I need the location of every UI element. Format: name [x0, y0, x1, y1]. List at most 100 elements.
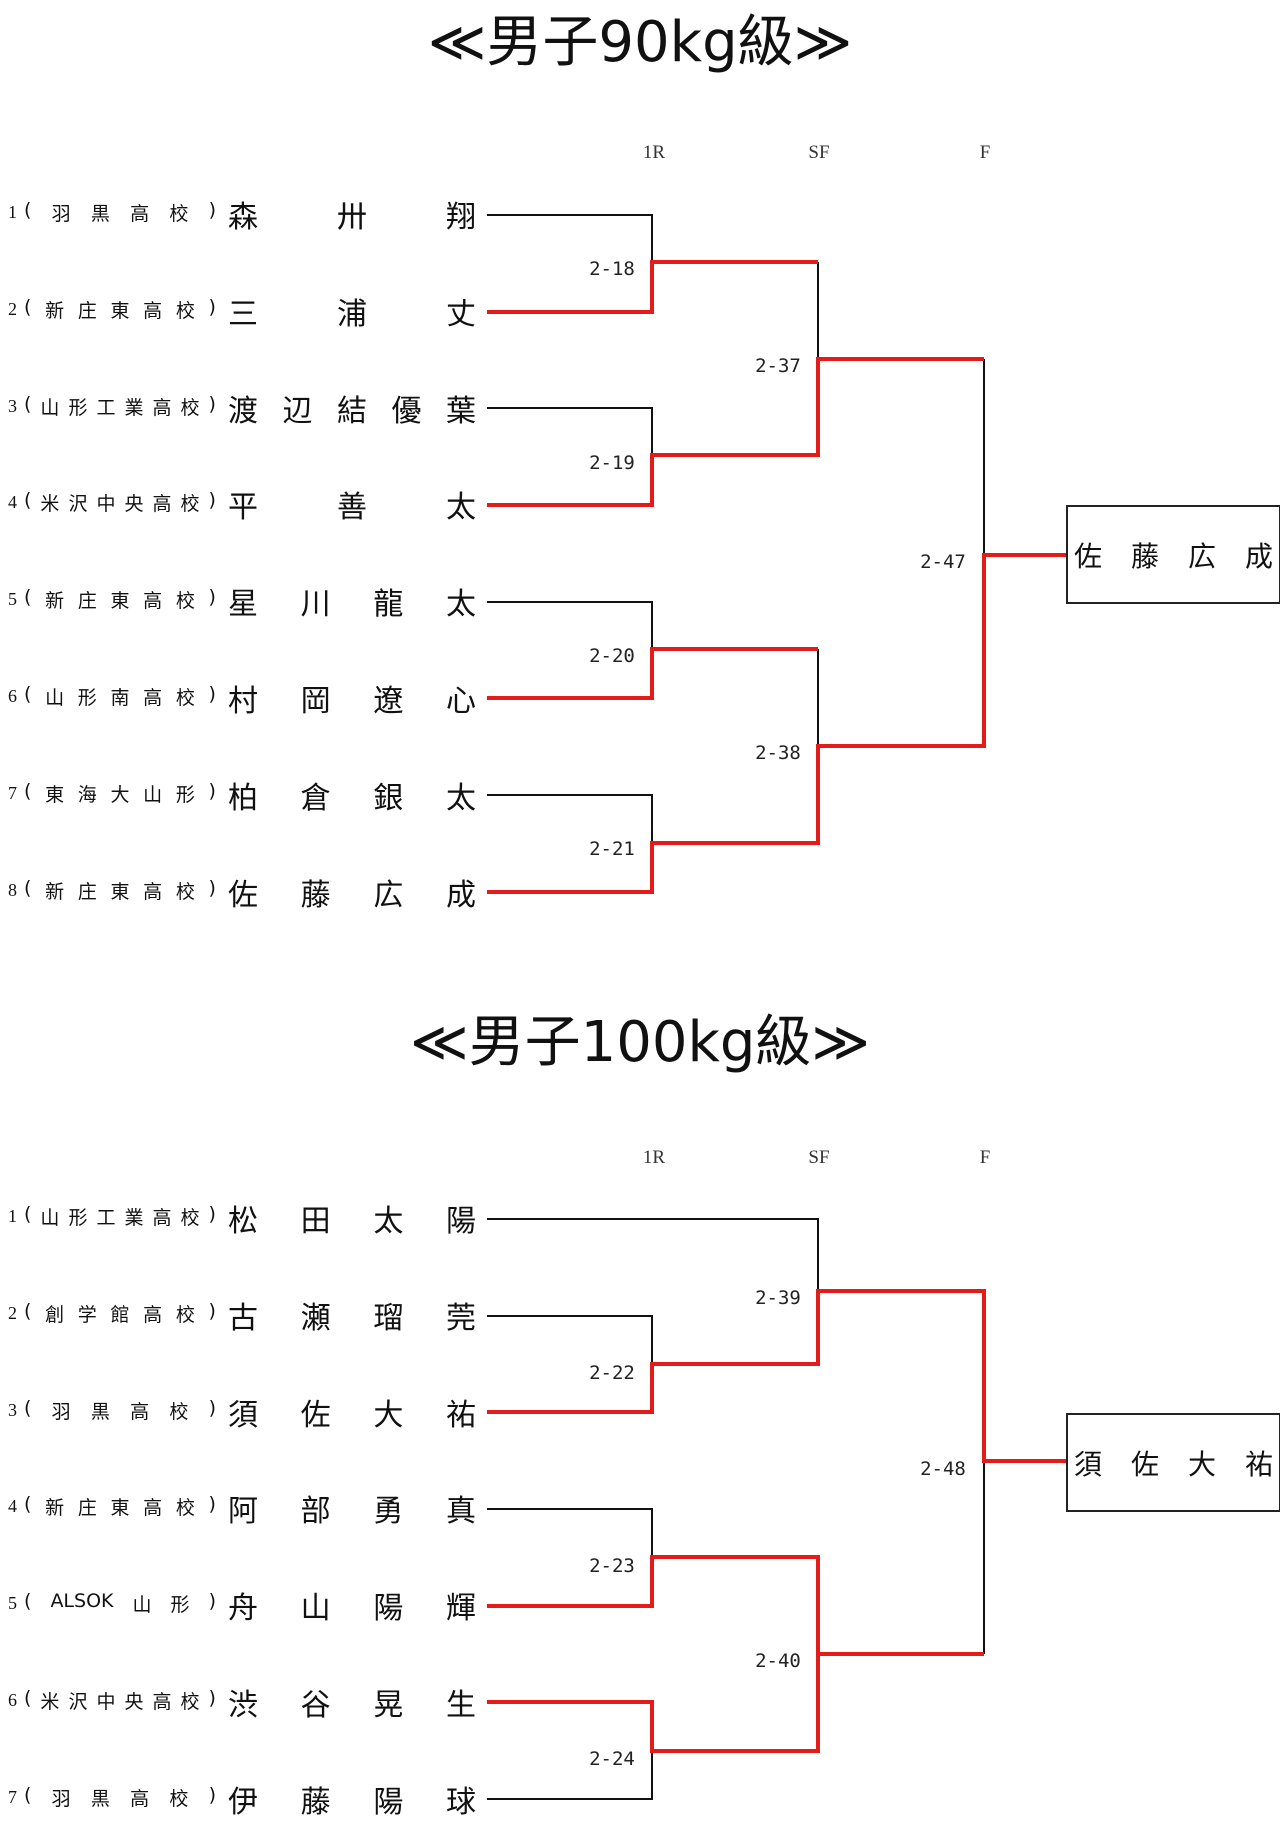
- entry-row: 6 (米沢中央高校) 渋谷晃生: [0, 1679, 480, 1723]
- round-label-f: F: [979, 142, 991, 163]
- match-code: 2-19: [589, 452, 635, 474]
- match-code: 2-37: [755, 355, 801, 377]
- entry-row: 3 (羽黒高校) 須佐大祐: [0, 1389, 480, 1433]
- seed-number: 4: [8, 1496, 17, 1517]
- seed-number: 3: [8, 1399, 17, 1420]
- round-label-sf: SF: [808, 1147, 830, 1168]
- match-code: 2-23: [589, 1555, 635, 1577]
- athlete-name: 舟山陽輝: [228, 1591, 476, 1627]
- athlete-name: 松田太陽: [228, 1204, 476, 1239]
- school-name: (新庄東高校): [24, 586, 216, 613]
- athlete-name: 伊藤陽球: [228, 1784, 476, 1820]
- school-name: (羽黒高校): [24, 1783, 216, 1810]
- seed-number: 8: [8, 879, 17, 900]
- school-name: (山形工業高校): [24, 392, 216, 419]
- seed-number: 1: [8, 1206, 17, 1226]
- entry-row: 4 (米沢中央高校) 平善太: [0, 481, 480, 525]
- bracket-line: [487, 601, 653, 649]
- match-code: 2-38: [755, 742, 801, 764]
- bracket-line: [487, 1315, 653, 1364]
- entry-row: 2 (創学館高校) 古瀬瑠莞: [0, 1292, 480, 1336]
- athlete-name: 阿部勇真: [228, 1494, 476, 1530]
- school-name: (山形南高校): [24, 683, 216, 709]
- seed-number: 4: [8, 492, 17, 513]
- entry-row: 5 (新庄東高校) 星川龍太: [0, 578, 480, 622]
- entry-row: 1 (山形工業高校) 松田太陽: [0, 1195, 480, 1239]
- winner-line: [487, 1654, 820, 1753]
- school-name: (創学館高校): [24, 1299, 216, 1326]
- entry-row: 1 (羽黒高校) 森卅翔: [0, 191, 480, 235]
- winner-box: 佐藤広成: [1066, 505, 1280, 604]
- match-code: 2-24: [589, 1748, 635, 1770]
- school-name: (羽黒高校): [24, 1396, 216, 1423]
- seed-number: 1: [8, 202, 17, 222]
- winner-line: [487, 1555, 984, 1656]
- round-label-sf: SF: [808, 142, 830, 163]
- match-code: 2-40: [755, 1650, 801, 1672]
- entry-row: 6 (山形南高校) 村岡遼心: [0, 675, 480, 719]
- round-label-f: F: [979, 1147, 991, 1168]
- athlete-name: 三浦丈: [228, 296, 476, 332]
- entry-row: 8 (新庄東高校) 佐藤広成: [0, 869, 480, 913]
- entry-row: 3 (山形工業高校) 渡辺結優葉: [0, 385, 480, 429]
- seed-number: 7: [8, 1786, 17, 1807]
- match-code: 2-39: [755, 1287, 801, 1309]
- seed-number: 3: [8, 395, 17, 416]
- school-name: (新庄東高校): [24, 1493, 216, 1520]
- match-code: 2-18: [589, 258, 635, 280]
- winner-line: [487, 553, 1066, 894]
- bracket-line: [487, 407, 653, 455]
- entry-row: 4 (新庄東高校) 阿部勇真: [0, 1485, 480, 1529]
- athlete-name: 渋谷晃生: [228, 1688, 476, 1723]
- bracket-line: [487, 214, 653, 262]
- bracket-line: [487, 794, 653, 843]
- bracket-line: [487, 1751, 653, 1800]
- school-name: (東海大山形): [24, 779, 216, 806]
- entry-row: 7 (羽黒高校) 伊藤陽球: [0, 1776, 480, 1820]
- match-code: 2-47: [920, 551, 966, 573]
- seed-number: 5: [8, 1593, 17, 1614]
- school-name: (米沢中央高校): [24, 489, 216, 516]
- winner-line: [487, 1289, 1066, 1463]
- school-name: (山形工業高校): [24, 1203, 216, 1229]
- athlete-name: 渡辺結優葉: [228, 393, 476, 429]
- athlete-name: 古瀬瑠莞: [228, 1300, 476, 1336]
- match-code: 2-22: [589, 1362, 635, 1384]
- winner-box: 須佐大祐: [1066, 1413, 1280, 1512]
- winner-line: [487, 647, 818, 700]
- athlete-name: 須佐大祐: [228, 1397, 476, 1433]
- school-name: (羽黒高校): [24, 199, 216, 225]
- athlete-name: 柏倉銀太: [228, 780, 476, 816]
- winner-line: [487, 357, 984, 507]
- match-code: 2-21: [589, 838, 635, 860]
- winner-name: 佐藤広成: [1074, 540, 1273, 573]
- seed-number: 7: [8, 782, 17, 803]
- athlete-name: 星川龍太: [228, 587, 476, 623]
- winner-name: 須佐大祐: [1074, 1448, 1273, 1481]
- school-name: (新庄東高校): [24, 876, 216, 903]
- seed-number: 2: [8, 1302, 17, 1323]
- entry-row: 2 (新庄東高校) 三浦丈: [0, 288, 480, 332]
- entry-row: 7 (東海大山形) 柏倉銀太: [0, 772, 480, 816]
- seed-number: 5: [8, 589, 17, 610]
- round-label-1r: 1R: [642, 142, 666, 163]
- school-name: (米沢中央高校): [24, 1687, 216, 1713]
- school-name: (新庄東高校): [24, 295, 216, 322]
- athlete-name: 平善太: [228, 490, 476, 526]
- seed-number: 6: [8, 1690, 17, 1710]
- seed-number: 6: [8, 686, 17, 706]
- athlete-name: 森卅翔: [228, 200, 476, 235]
- athlete-name: 村岡遼心: [228, 684, 476, 719]
- bracket-title: ≪男子100kg級≫: [409, 1010, 871, 1075]
- bracket-line: [487, 1218, 819, 1291]
- bracket-line: [487, 1508, 653, 1557]
- match-code: 2-20: [589, 645, 635, 667]
- seed-number: 2: [8, 298, 17, 319]
- athlete-name: 佐藤広成: [228, 877, 476, 913]
- bracket-lines: [487, 214, 1066, 894]
- match-code: 2-48: [920, 1458, 966, 1480]
- round-label-1r: 1R: [642, 1147, 666, 1168]
